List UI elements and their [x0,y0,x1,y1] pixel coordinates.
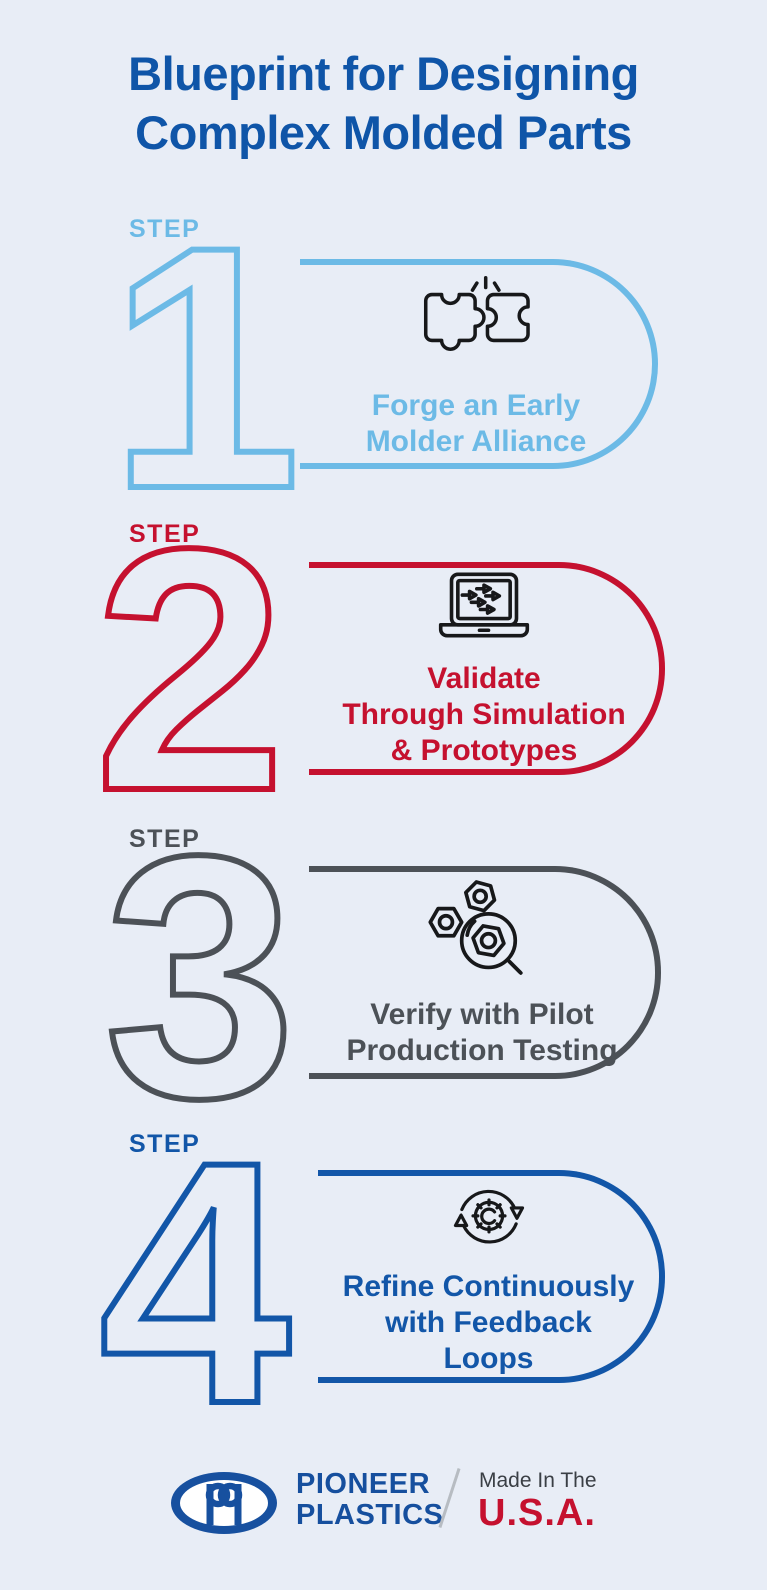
step2-label: STEP [129,520,201,548]
puzzle-pieces-icon [423,275,530,351]
step1-label: STEP [129,215,201,243]
step1-number-text: 1 [109,176,301,561]
step2-number: 2 [91,475,289,866]
step4-label: STEP [129,1130,201,1158]
step2-text: Validate Through Simulation & Prototypes [342,661,625,769]
step3-text-line2: Production Testing [346,1034,618,1067]
made-in-text: Made In The [479,1469,597,1492]
step1-card: Forge an Early Molder Alliance [300,259,658,469]
step2-number-text: 2 [94,478,286,863]
page-title: Blueprint for Designing Complex Molded P… [0,44,767,162]
brand-line2: PLASTICS [296,1499,444,1531]
step3-text: Verify with Pilot Production Testing [346,997,617,1069]
step1-number: 1 [106,173,304,564]
page-title-line2: Complex Molded Parts [135,106,632,159]
brand-wordmark: PIONEER PLASTICS [296,1469,443,1531]
step1-text-line2: Molder Alliance [365,424,587,458]
step4-number-text: 4 [99,1091,293,1476]
step2-text-line1: Validate [427,662,541,695]
step3-card: Verify with Pilot Production Testing [309,866,661,1079]
step3-label: STEP [129,825,201,853]
pioneer-plastics-logo [171,1472,277,1534]
usa-text: U.S.A. [478,1492,596,1534]
step3-number-text: 3 [104,785,296,1170]
nuts-magnifying-glass-icon [428,880,523,975]
step3-text-line1: Verify with Pilot [370,998,594,1031]
brand-line1: PIONEER [296,1468,431,1500]
step4-text-line3: Loops [443,1342,534,1375]
step1-text: Forge an Early Molder Alliance [366,388,587,460]
step2-text-line3: & Prototypes [390,734,578,767]
step4-text-line1: Refine Continuously [342,1270,635,1303]
page-title-line1: Blueprint for Designing [128,47,639,100]
step4-number: 4 [96,1088,296,1479]
step2-card: Validate Through Simulation & Prototypes [309,562,665,775]
step2-text-line2: Through Simulation [342,698,626,731]
gear-refresh-icon [453,1189,524,1244]
step4-text: Refine Continuously with Feedback Loops [343,1269,635,1377]
step4-card: Refine Continuously with Feedback Loops [318,1170,665,1383]
step3-number: 3 [101,782,299,1173]
step4-text-line2: with Feedback [385,1306,592,1339]
laptop-simulation-icon [438,572,530,638]
step1-text-line1: Forge an Early [371,388,581,422]
